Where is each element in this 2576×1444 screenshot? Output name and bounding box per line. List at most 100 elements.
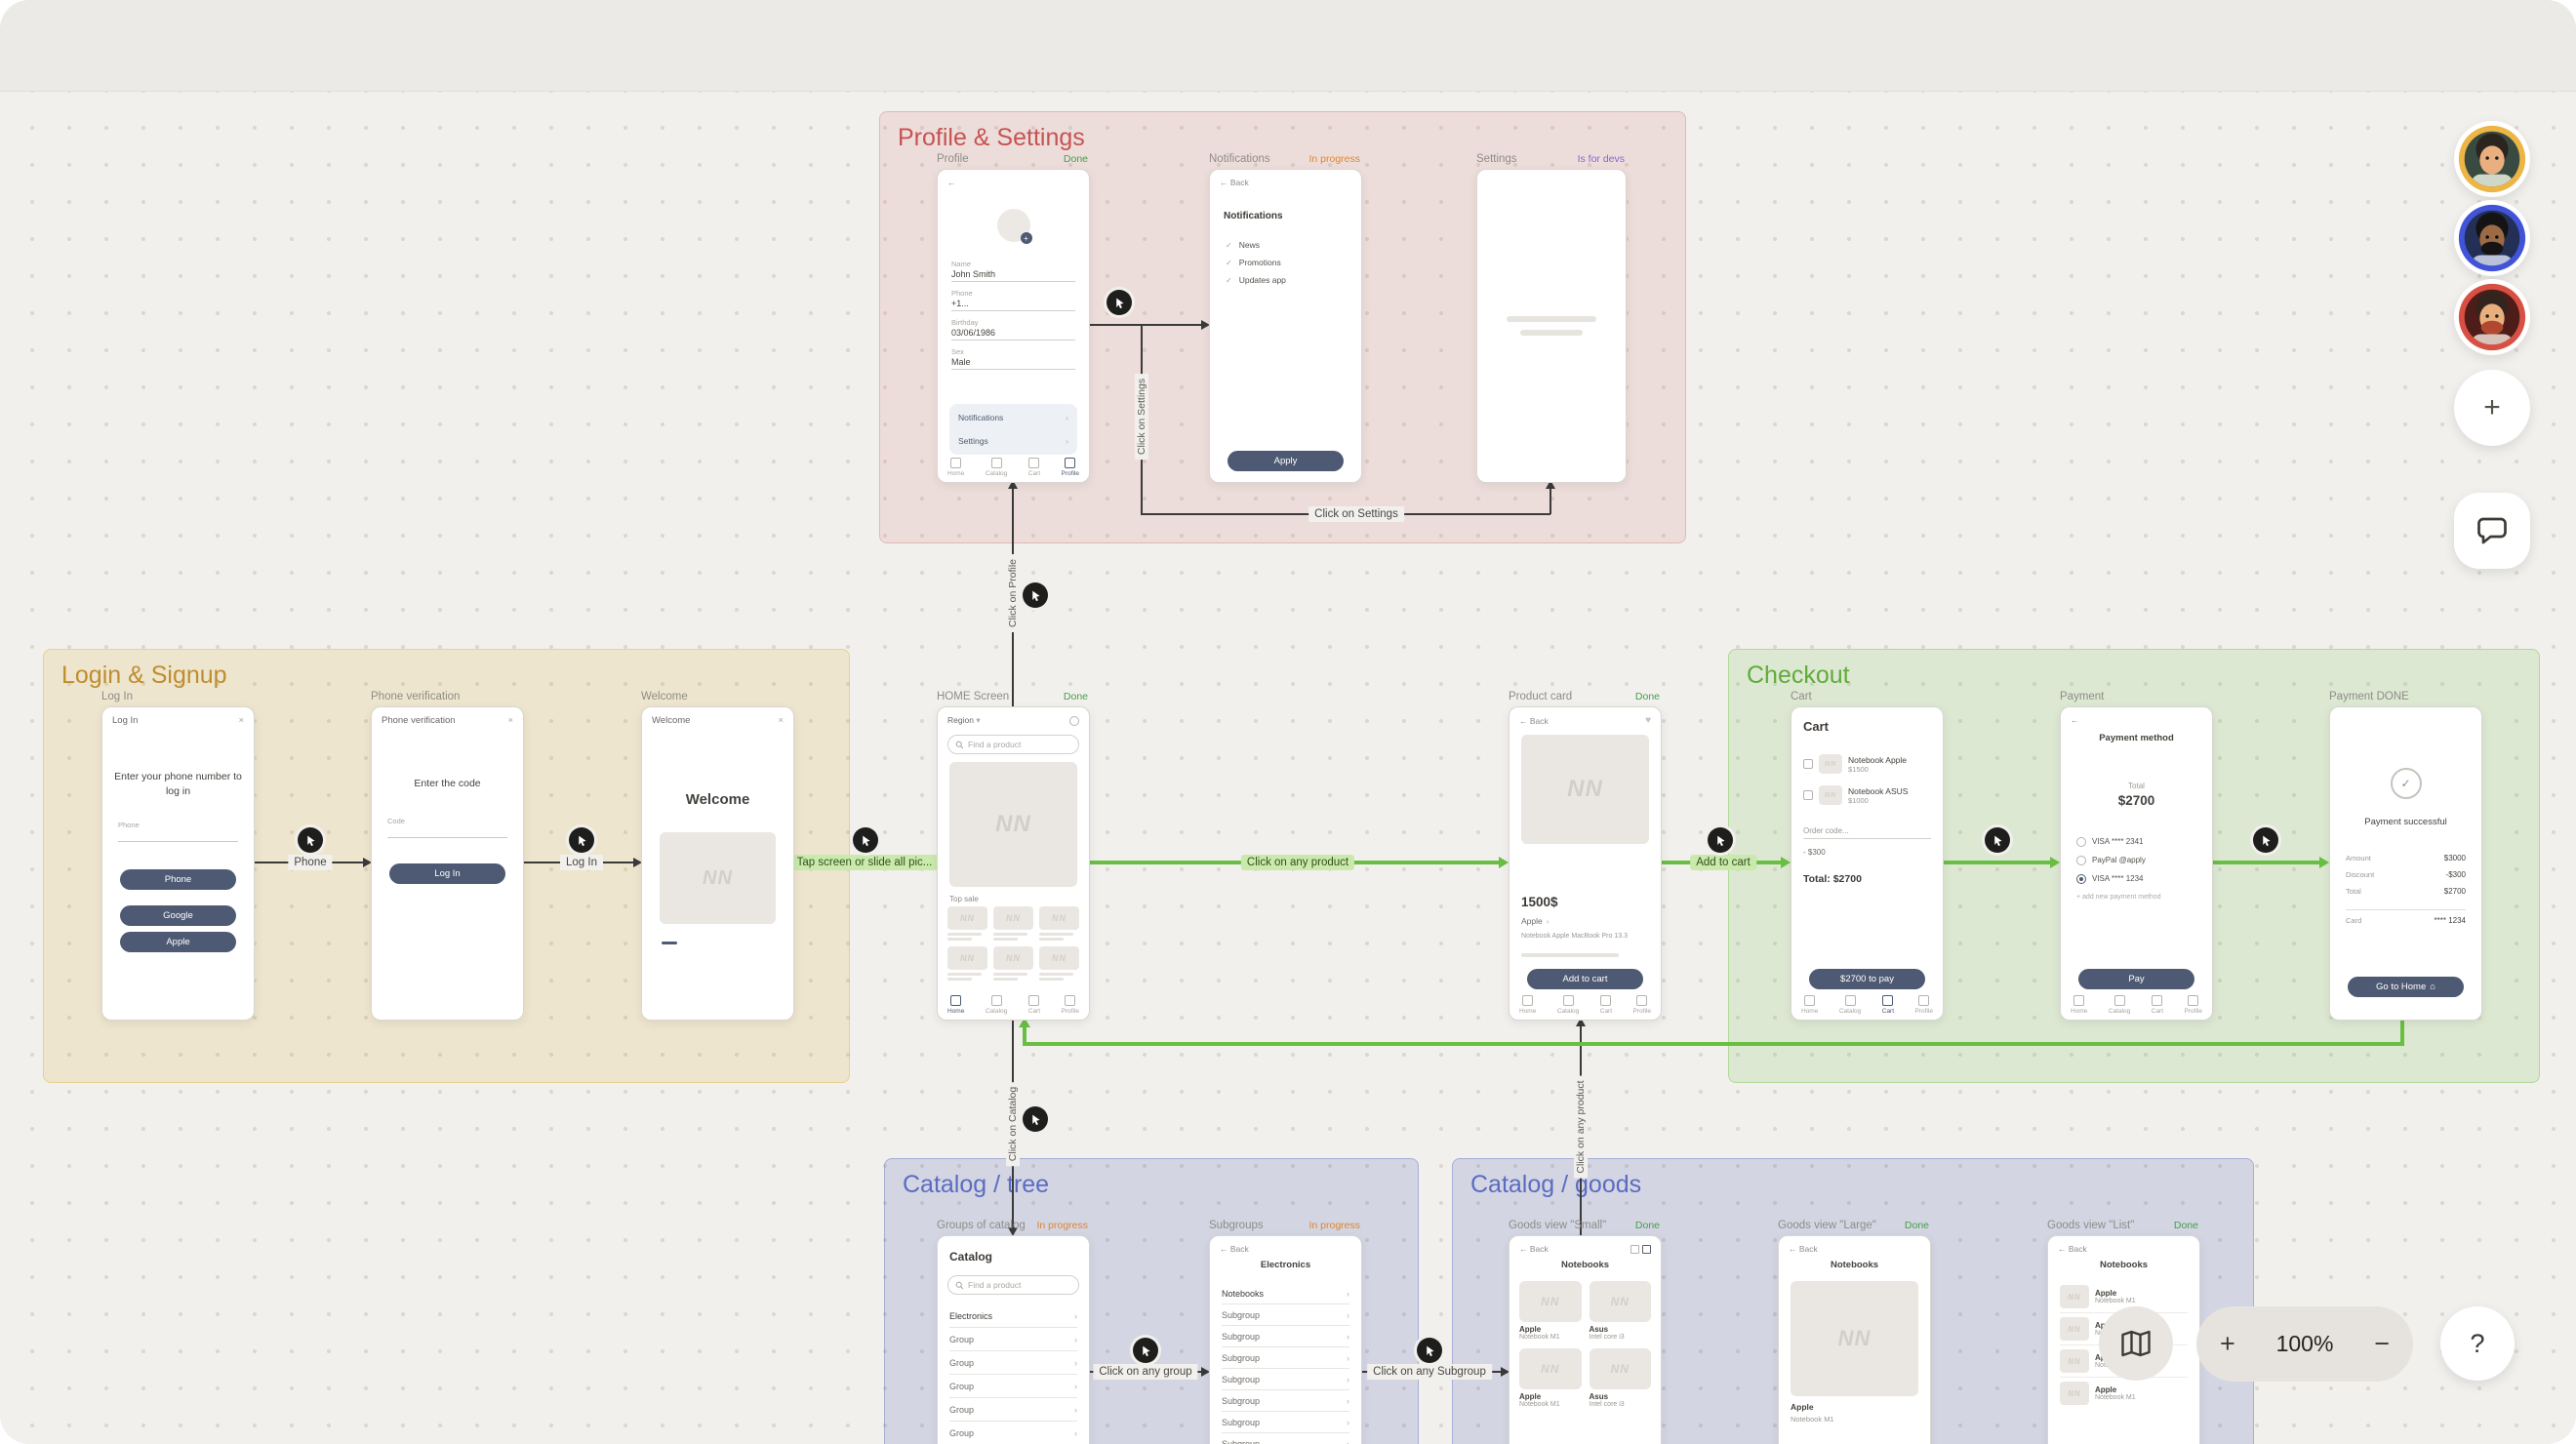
connector-label[interactable]: Click on Settings: [1308, 506, 1404, 522]
frame-payment-done[interactable]: ✓ Payment successful Amount$3000 Discoun…: [2329, 706, 2482, 1021]
connector-label[interactable]: Click on any Subgroup: [1367, 1364, 1492, 1380]
section-title-catalog-tree[interactable]: Catalog / tree: [903, 1171, 1050, 1198]
frame-name[interactable]: Product card: [1509, 691, 1573, 702]
connector-label-highlight[interactable]: Add to cart: [1690, 855, 1756, 870]
connector-label-highlight[interactable]: Tap screen or slide all pic...: [790, 855, 939, 870]
cart-icon: [1882, 995, 1894, 1006]
frame-name[interactable]: Settings: [1476, 153, 1517, 165]
frame-login[interactable]: Log In× Enter your phone number to log i…: [101, 706, 255, 1021]
nav-profile: Profile: [1062, 995, 1079, 1015]
zoom-level[interactable]: 100%: [2275, 1331, 2334, 1356]
frame-label-goods-list[interactable]: Goods view "List"Done: [2047, 1216, 2198, 1231]
minimap-button[interactable]: [2099, 1306, 2173, 1381]
help-button[interactable]: ?: [2440, 1306, 2515, 1381]
frame-label-goods-small[interactable]: Goods view "Small"Done: [1509, 1216, 1660, 1231]
frame-name[interactable]: Payment: [2060, 691, 2105, 702]
connector-line-highlight[interactable]: [1023, 1042, 2404, 1046]
frame-name[interactable]: Cart: [1791, 691, 1812, 702]
screen-title: Cart: [1803, 719, 1830, 734]
collaborator-avatar-3[interactable]: [2454, 279, 2530, 355]
frame-name[interactable]: Profile: [937, 153, 969, 165]
nav-home: Home: [1801, 995, 1818, 1015]
frame-cart[interactable]: Cart NN Notebook Apple$1500 NN Notebook …: [1791, 706, 1944, 1021]
frame-label-login[interactable]: Log In: [101, 687, 253, 702]
frame-settings[interactable]: [1476, 169, 1627, 483]
frame-name[interactable]: Phone verification: [371, 691, 461, 702]
connector-line-highlight[interactable]: [1023, 1027, 1026, 1046]
frame-label-goods-large[interactable]: Goods view "Large"Done: [1778, 1216, 1929, 1231]
frame-label-verification[interactable]: Phone verification: [371, 687, 522, 702]
connector-label[interactable]: Phone: [288, 855, 333, 870]
interaction-click-icon[interactable]: [1708, 827, 1733, 853]
frame-name[interactable]: Payment DONE: [2329, 691, 2409, 702]
frame-label-payment-done[interactable]: Payment DONE: [2329, 687, 2480, 702]
frame-name[interactable]: Goods view "List": [2047, 1220, 2135, 1231]
connector-line-highlight[interactable]: [1942, 861, 2050, 864]
connector-label-vertical[interactable]: Click on Catalog: [1006, 1081, 1020, 1167]
zoom-out-button[interactable]: −: [2374, 1329, 2390, 1358]
interaction-click-icon[interactable]: [1985, 827, 2010, 853]
connector-label[interactable]: Log In: [560, 855, 603, 870]
collaborator-avatar-2[interactable]: [2454, 200, 2530, 276]
section-title-catalog-goods[interactable]: Catalog / goods: [1470, 1171, 1642, 1198]
interaction-click-icon[interactable]: [569, 827, 594, 853]
frame-subgroups[interactable]: ← Back Electronics Notebooks› Subgroup› …: [1209, 1235, 1362, 1444]
collaborator-avatar-1[interactable]: [2454, 121, 2530, 197]
interaction-click-icon[interactable]: [1133, 1338, 1158, 1363]
interaction-click-icon[interactable]: [853, 827, 878, 853]
cursor-click-icon: [2262, 835, 2271, 846]
interaction-click-icon[interactable]: [1417, 1338, 1442, 1363]
frame-home[interactable]: Region ▾ Find a product NN Top sale NN N…: [937, 706, 1090, 1021]
frame-name[interactable]: Welcome: [641, 691, 688, 702]
frame-label-payment[interactable]: Payment: [2060, 687, 2211, 702]
frame-label-welcome[interactable]: Welcome: [641, 687, 792, 702]
arrowhead: [2050, 857, 2060, 868]
interaction-click-icon[interactable]: [1023, 582, 1048, 608]
connector-label-vertical[interactable]: Click on Profile: [1006, 553, 1020, 633]
interaction-click-icon[interactable]: [2253, 827, 2278, 853]
frame-name[interactable]: HOME Screen: [937, 691, 1010, 702]
interaction-click-icon[interactable]: [298, 827, 323, 853]
connector-line[interactable]: [1088, 324, 1201, 326]
frame-name[interactable]: Groups of catalog: [937, 1220, 1026, 1231]
frame-label-cart[interactable]: Cart: [1791, 687, 1942, 702]
bottom-nav: Home Catalog Cart Profile: [947, 458, 1079, 477]
frame-groups-of-catalog[interactable]: Catalog Find a product Electronics› Grou…: [937, 1235, 1090, 1444]
section-title-checkout[interactable]: Checkout: [1747, 662, 1850, 689]
connector-label-highlight[interactable]: Click on any product: [1240, 855, 1355, 870]
frame-name[interactable]: Notifications: [1209, 153, 1270, 165]
frame-verification[interactable]: Phone verification× Enter the code Code …: [371, 706, 524, 1021]
frame-name[interactable]: Subgroups: [1209, 1220, 1264, 1231]
connector-label-vertical[interactable]: Click on any product: [1574, 1075, 1588, 1179]
add-collaborator-button[interactable]: +: [2454, 370, 2530, 446]
frame-payment[interactable]: ← Payment method Total $2700 VISA **** 2…: [2060, 706, 2213, 1021]
frame-product[interactable]: ← Back♥ NN 1500$ Apple› Notebook Apple M…: [1509, 706, 1662, 1021]
interaction-click-icon[interactable]: [1023, 1106, 1048, 1132]
interaction-click-icon[interactable]: [1107, 290, 1132, 315]
frame-goods-large[interactable]: ← Back Notebooks NN Apple Notebook M1: [1778, 1235, 1931, 1444]
frame-name[interactable]: Log In: [101, 691, 133, 702]
section-title-login-signup[interactable]: Login & Signup: [61, 662, 227, 689]
frame-notifications[interactable]: ← Back Notifications ✓News ✓Promotions ✓…: [1209, 169, 1362, 483]
frame-welcome[interactable]: Welcome× Welcome NN: [641, 706, 794, 1021]
connector-line-highlight[interactable]: [2400, 1019, 2404, 1046]
frame-name[interactable]: Goods view "Small": [1509, 1220, 1607, 1231]
connector-line-highlight[interactable]: [2211, 861, 2319, 864]
connector-label[interactable]: Click on any group: [1093, 1364, 1198, 1380]
frame-name[interactable]: Goods view "Large": [1778, 1220, 1876, 1231]
plus-icon: +: [2483, 391, 2501, 423]
connector-label-vertical[interactable]: Click on Settings: [1135, 373, 1148, 461]
comment-button[interactable]: [2454, 493, 2530, 569]
zoom-in-button[interactable]: +: [2220, 1329, 2235, 1358]
connector-line[interactable]: [1550, 489, 1551, 514]
section-title-profile-settings[interactable]: Profile & Settings: [898, 124, 1085, 151]
